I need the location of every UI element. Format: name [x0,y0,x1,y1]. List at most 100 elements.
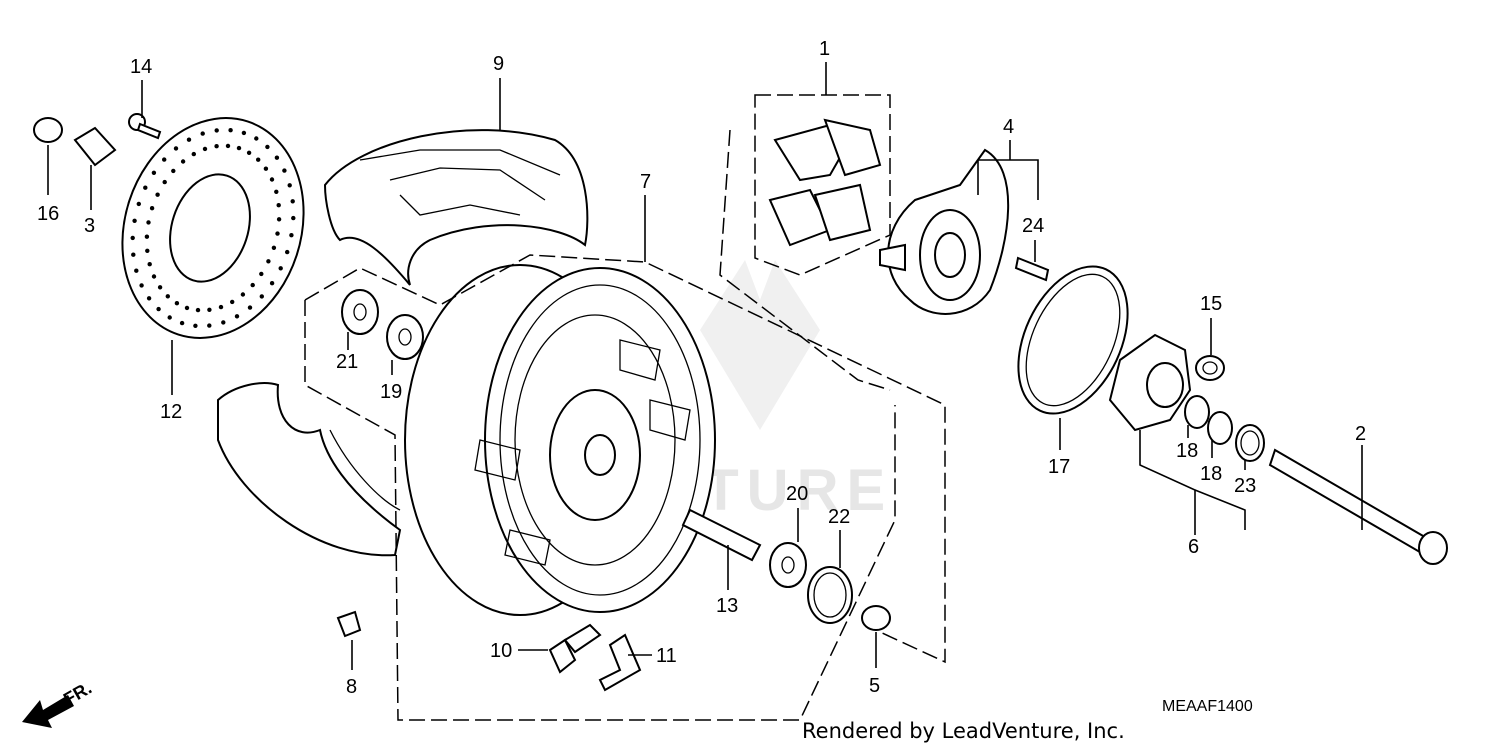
callout-18b: 18 [1200,463,1222,485]
bearing-19 [386,314,424,360]
callout-4: 4 [1003,116,1014,138]
balance-weight [336,610,362,638]
disc-hole [254,136,259,141]
disc-hole [167,315,172,320]
disc-hole [274,155,280,160]
disc-hole [276,203,281,208]
callout-11: 11 [656,645,677,667]
tire-upper [323,129,589,286]
disc-hole [291,215,296,221]
disc-hole [250,282,255,288]
disc-hole [200,131,205,136]
callout-6: 6 [1188,536,1199,558]
callout-13: 13 [716,595,738,617]
disc-hole [247,305,253,310]
disc-hole [162,179,167,185]
disc-hole [139,283,144,288]
disc-hole [193,323,198,328]
callout-16: 16 [37,203,59,225]
disc-hole [146,296,152,301]
disc-hole [259,271,264,277]
disc-hole [214,128,219,133]
disc-hole [225,143,231,149]
disc-hole [143,185,148,190]
disc-hole [146,220,151,225]
callout-24: 24 [1022,215,1044,237]
callout-10: 10 [490,640,512,662]
disc-hole [276,217,282,222]
disc-hole [207,323,212,328]
disc-hole [269,281,275,286]
disc-hole [149,206,155,211]
disc-hole [195,307,201,313]
disc-hole [246,150,252,155]
disc-hole [285,249,290,255]
disc-hole [236,145,242,151]
callout-3: 3 [84,215,95,237]
callout-20: 20 [786,483,808,505]
disc-hole [151,170,157,175]
disc-hole [241,130,247,136]
callout-14: 14 [130,56,152,78]
disc-hole [282,168,287,173]
disc-hole [271,245,277,250]
disc-bolt [128,113,162,140]
disc-hole [186,137,192,142]
collar [73,126,117,167]
arrow-icon [22,695,74,728]
disc-hole [173,146,179,151]
flange-nut [1195,355,1225,381]
disc-hole [269,177,275,182]
callout-8: 8 [346,676,357,698]
disc-hole [132,218,137,223]
bearing-20 [769,542,807,588]
disc-hole [191,151,196,157]
disc-hole [230,299,235,305]
disc-hole [171,168,176,174]
driven-flange [879,148,1010,315]
callout-15: 15 [1200,293,1222,315]
disc-hole [266,259,271,264]
disc-hole [180,159,186,164]
disc-hole [214,144,219,149]
disc-hole [134,268,139,273]
disc-hole [136,201,141,207]
disc-hole [218,304,224,310]
disc-hole [289,233,294,238]
callout-9: 9 [493,53,504,75]
callout-12: 12 [160,401,182,423]
disc-hole [174,301,180,306]
o-ring [807,566,853,624]
callout-22: 22 [828,506,850,528]
disc-hole [259,294,264,299]
disc-hole [221,320,226,325]
tire-valve [548,623,602,674]
wheel-rim [404,264,716,616]
stud-bolt [1014,256,1050,282]
oil-seal [1235,424,1265,462]
disc-hole [151,274,157,279]
diagram-code: MEAAF1400 [1162,698,1253,715]
disc-hole [162,157,167,162]
disc-hole [234,314,240,319]
callout-17: 17 [1048,456,1070,478]
footer-credit: Rendered by LeadVenture, Inc. [802,719,1125,743]
brake-disc [121,117,305,339]
group-outlines [304,94,946,721]
rear-axle [1268,448,1448,565]
disc-hole [157,285,163,290]
sprocket-hub [1108,333,1192,432]
disc-hole [274,189,279,194]
side-collar [861,605,891,631]
disc-hole [290,199,295,204]
callout-23: 23 [1234,475,1256,497]
disc-hole [131,252,136,257]
disc-hole [265,144,270,150]
circlip [1017,265,1129,415]
bearing-21 [341,289,379,335]
disc-hole [207,307,212,312]
damper-set [768,118,882,247]
callout-21: 21 [336,351,358,373]
